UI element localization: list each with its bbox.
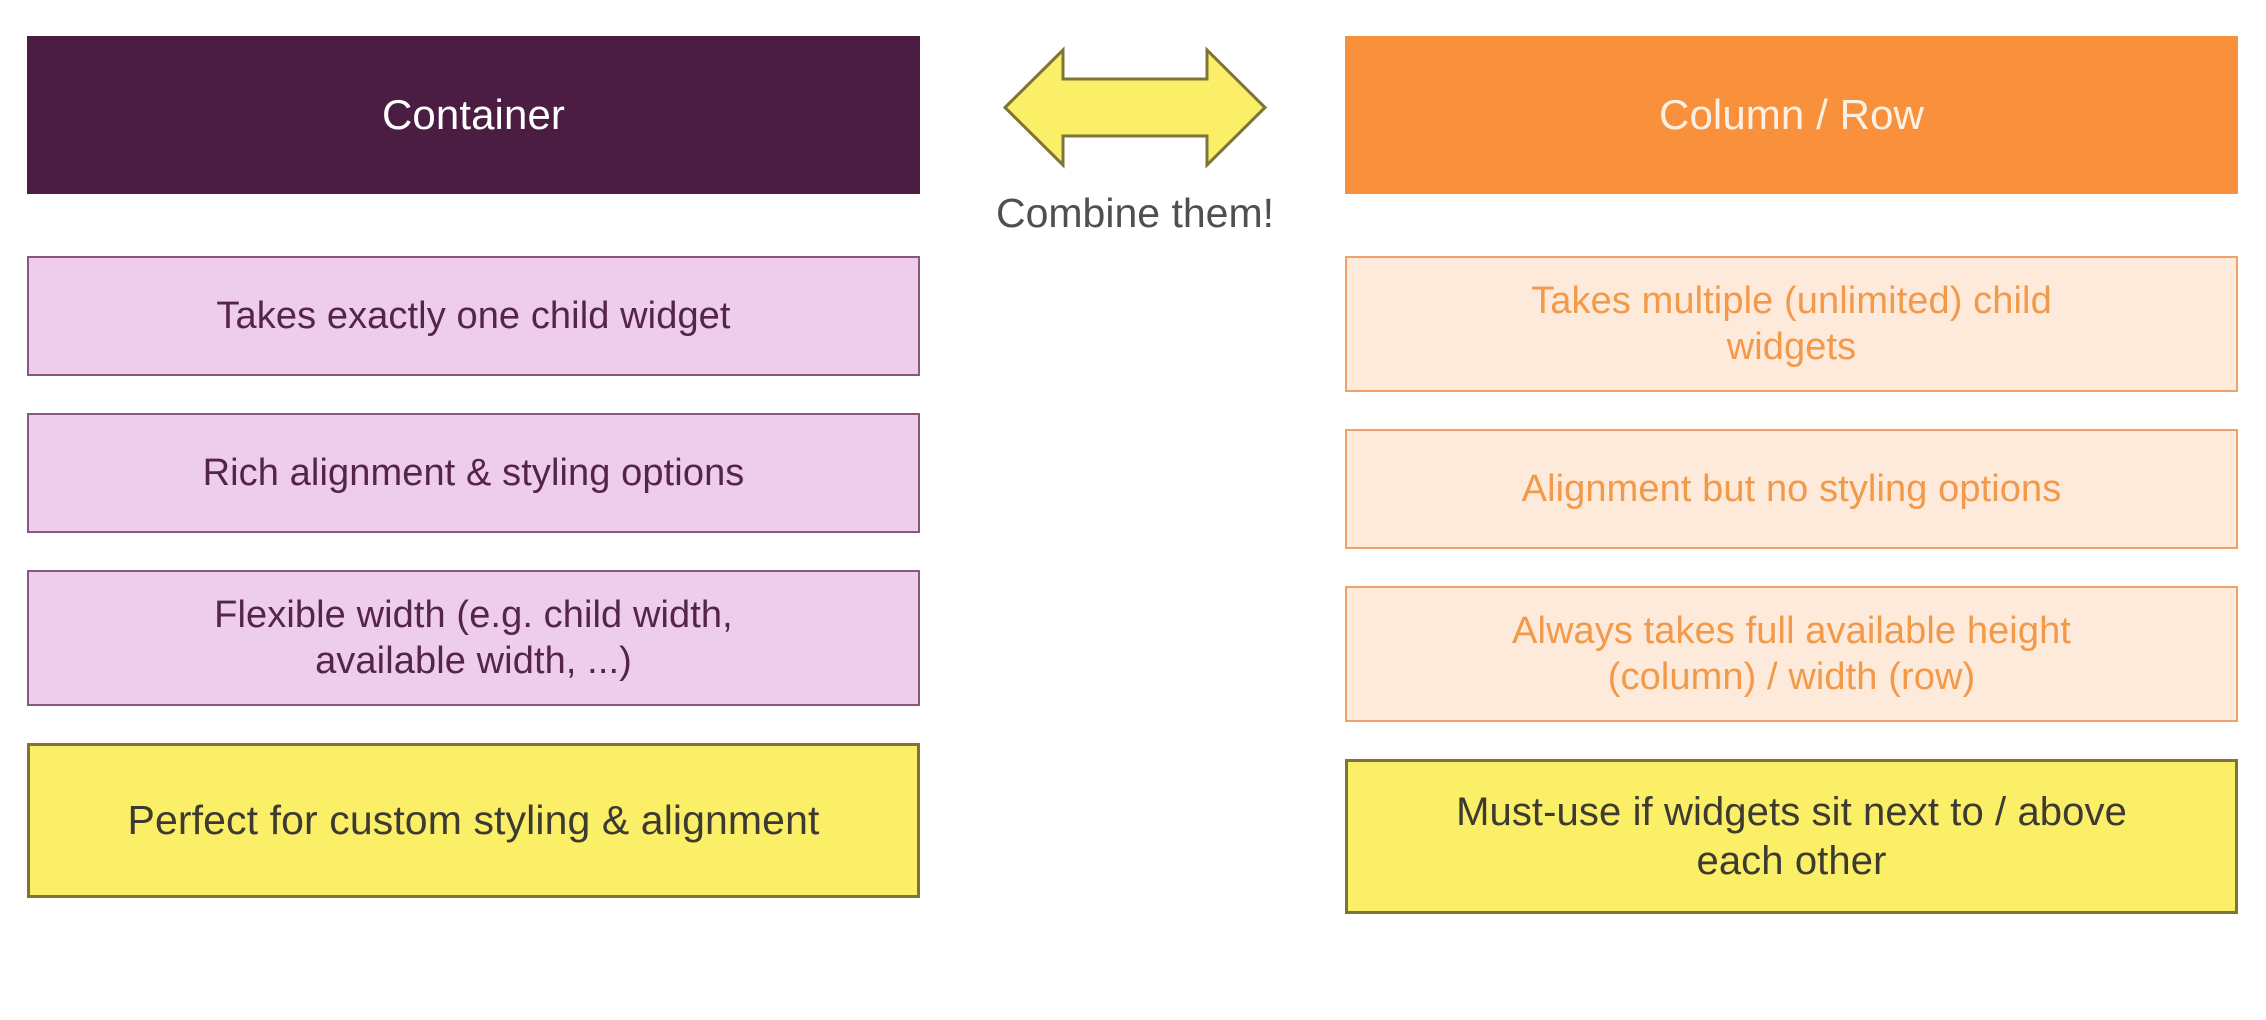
- text-line-2: widgets: [1726, 326, 1857, 368]
- text-line-1: Rich alignment & styling options: [202, 451, 745, 494]
- text-line-1: Perfect for custom styling & alignment: [127, 797, 820, 844]
- text-line-1: Takes multiple (unlimited) child: [1531, 279, 2052, 322]
- column-row-feature-3-text: Always takes full available height (colu…: [1512, 608, 2071, 701]
- column-column-row: Column / Row Takes multiple (unlimited) …: [1345, 36, 2238, 914]
- text-line-1: Flexible width (e.g. child width,: [214, 593, 733, 636]
- column-row-feature-2-text: Alignment but no styling options: [1522, 466, 2062, 512]
- container-feature-1-text: Takes exactly one child widget: [216, 293, 730, 339]
- column-container: Container Takes exactly one child widget…: [27, 36, 920, 898]
- column-row-highlight: Must-use if widgets sit next to / above …: [1345, 759, 2238, 914]
- text-line-1: Alignment but no styling options: [1521, 467, 2062, 510]
- container-header: Container: [27, 36, 920, 194]
- container-feature-1: Takes exactly one child widget: [27, 256, 920, 376]
- column-row-feature-1: Takes multiple (unlimited) child widgets: [1345, 256, 2238, 392]
- container-highlight: Perfect for custom styling & alignment: [27, 743, 920, 898]
- text-line-2: each other: [1696, 838, 1887, 883]
- container-feature-3-text: Flexible width (e.g. child width, availa…: [214, 592, 733, 685]
- column-row-feature-3: Always takes full available height (colu…: [1345, 586, 2238, 722]
- text-line-2: available width, ...): [315, 640, 632, 682]
- container-header-label: Container: [381, 91, 565, 139]
- container-feature-3: Flexible width (e.g. child width, availa…: [27, 570, 920, 706]
- text-line-1: Always takes full available height: [1512, 609, 2071, 652]
- column-row-header: Column / Row: [1345, 36, 2238, 194]
- combine-connector: Combine them!: [960, 40, 1310, 236]
- column-row-feature-1-text: Takes multiple (unlimited) child widgets: [1531, 278, 2052, 371]
- container-feature-2-text: Rich alignment & styling options: [203, 450, 745, 496]
- container-feature-2: Rich alignment & styling options: [27, 413, 920, 533]
- container-highlight-text: Perfect for custom styling & alignment: [128, 795, 820, 845]
- double-headed-horizontal-arrow-icon: [1001, 40, 1269, 175]
- column-row-feature-2: Alignment but no styling options: [1345, 429, 2238, 549]
- column-row-highlight-text: Must-use if widgets sit next to / above …: [1456, 788, 2127, 886]
- text-line-1: Must-use if widgets sit next to / above: [1456, 789, 2127, 834]
- combine-them-label: Combine them!: [995, 190, 1274, 236]
- column-row-header-label: Column / Row: [1659, 91, 1924, 139]
- text-line-2: (column) / width (row): [1607, 656, 1976, 698]
- text-line-1: Takes exactly one child widget: [216, 294, 731, 337]
